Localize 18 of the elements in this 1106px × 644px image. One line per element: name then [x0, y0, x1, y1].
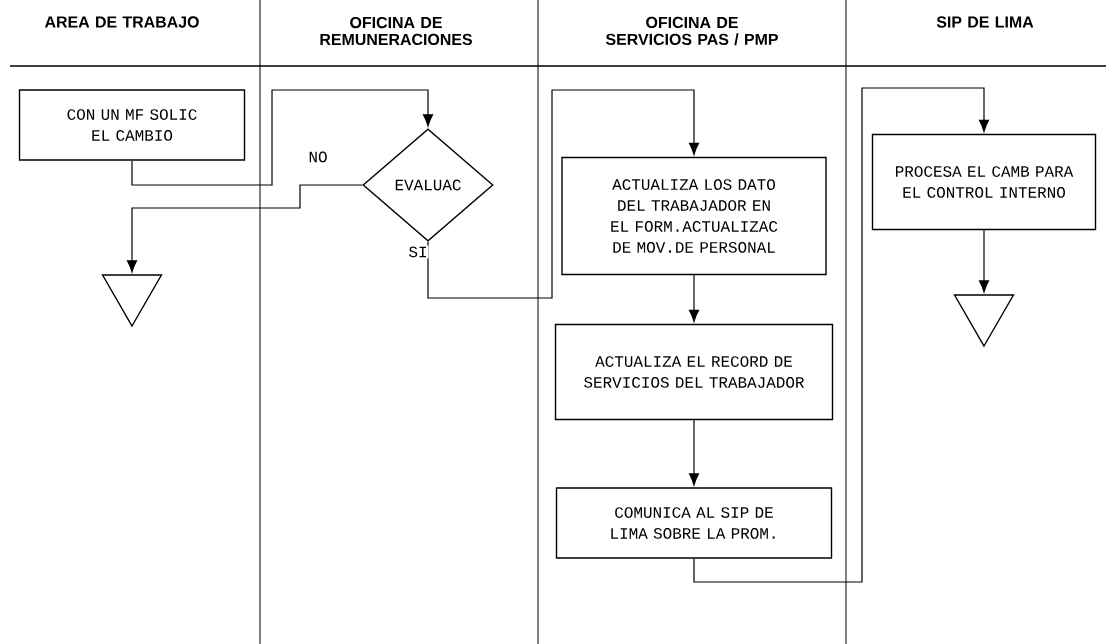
arrow: [427, 89, 700, 299]
lane-header: OFICINA DE REMUNERACIONES: [320, 16, 472, 46]
process-box: COMUNICA AL SIP DE LIMA SOBRE LA PROM.: [555, 487, 833, 559]
arrow: [131, 89, 434, 186]
edge-label: NO: [307, 150, 329, 164]
lane-header: OFICINA DE SERVICIOS PAS / PMP: [605, 16, 778, 46]
arrow: [127, 184, 363, 273]
process-box: ACTUALIZA LOS DATO DEL TRABAJADOR EN EL FORM.ACTUALIZAC DE MOV.DE PERSONAL: [561, 156, 827, 276]
arrow: [693, 87, 990, 583]
process-box: CON UN MF SOLIC EL CAMBIO: [18, 89, 246, 161]
arrow: [688, 274, 700, 323]
process-box: ACTUALIZA EL RECORD DE SERVICIOS DEL TRABAJADOR: [554, 323, 834, 421]
process-box: PROCESA EL CAMB PARA EL CONTROL INTERNO: [871, 133, 1097, 231]
arrow: [978, 229, 990, 293]
edge-label: SI: [407, 245, 429, 259]
lane-header: SIP DE LIMA: [936, 16, 1034, 28]
arrow: [688, 419, 700, 486]
lane-header: AREA DE TRABAJO: [44, 16, 199, 28]
